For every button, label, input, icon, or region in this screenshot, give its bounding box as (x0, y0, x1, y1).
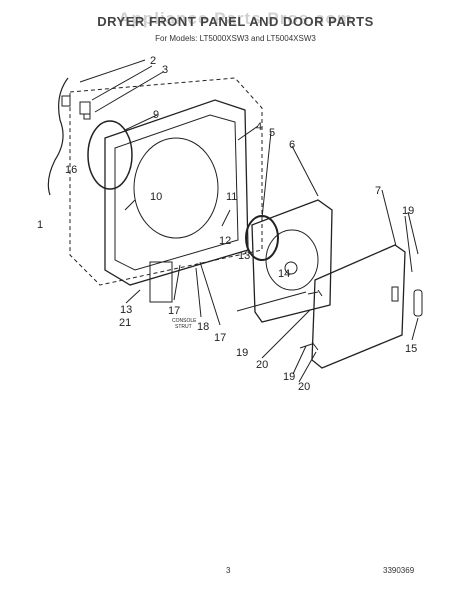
callout-20a: 20 (256, 359, 268, 371)
callout-19a: 19 (402, 205, 414, 217)
screw-upper (307, 289, 323, 297)
wire-harness (47, 77, 69, 196)
callout-7: 7 (375, 185, 381, 197)
callout-17b: 17 (214, 332, 226, 344)
screw-lower (299, 341, 319, 351)
panel-door-opening (133, 137, 219, 239)
watermark: Appliance Parts Pros.com (118, 9, 353, 28)
callout-10: 10 (150, 191, 162, 203)
harness-connector (61, 95, 71, 107)
callout-15: 15 (405, 343, 417, 355)
callout-1: 1 (37, 219, 43, 231)
door-window (265, 229, 319, 291)
door-switch (79, 101, 91, 115)
document-number: 3390369 (383, 566, 415, 575)
callout-3: 3 (162, 64, 168, 76)
callout-5: 5 (269, 127, 275, 139)
callout-20b: 20 (298, 381, 310, 393)
callout-4: 4 (256, 121, 262, 133)
callout-19b: 19 (236, 347, 248, 359)
console-strut-label-line2: STRUT (175, 324, 192, 330)
drum-seal (87, 120, 133, 190)
switch-clip (83, 113, 91, 120)
callout-21: 21 (119, 317, 131, 329)
inner-door (251, 199, 333, 323)
callout-18: 18 (197, 321, 209, 333)
callout-13b: 13 (120, 304, 132, 316)
callout-13a: 13 (238, 250, 250, 262)
door-window-hub (284, 261, 298, 275)
front-panel-inner (114, 114, 239, 271)
assembly-outline (69, 77, 263, 286)
model-subtitle: For Models: LT5000XSW3 and LT5004XSW3 (155, 34, 316, 43)
callout-17a: 17 (168, 305, 180, 317)
leader-lines (79, 59, 419, 383)
door-handle-slot (391, 286, 399, 302)
door-seal (245, 215, 279, 261)
console-strut-label-line1: CONSOLE (172, 318, 197, 324)
callout-19c: 19 (283, 371, 295, 383)
callout-6: 6 (289, 139, 295, 151)
door-catch (413, 289, 423, 317)
callout-11: 11 (226, 191, 237, 203)
page-number: 3 (226, 566, 231, 575)
callout-14: 14 (278, 268, 290, 280)
callout-2: 2 (150, 55, 156, 67)
callout-9: 9 (153, 109, 159, 121)
callout-12: 12 (219, 235, 231, 247)
page-title: DRYER FRONT PANEL AND DOOR PARTS (97, 14, 374, 29)
console-strut (149, 261, 173, 303)
callout-16: 16 (65, 164, 77, 176)
